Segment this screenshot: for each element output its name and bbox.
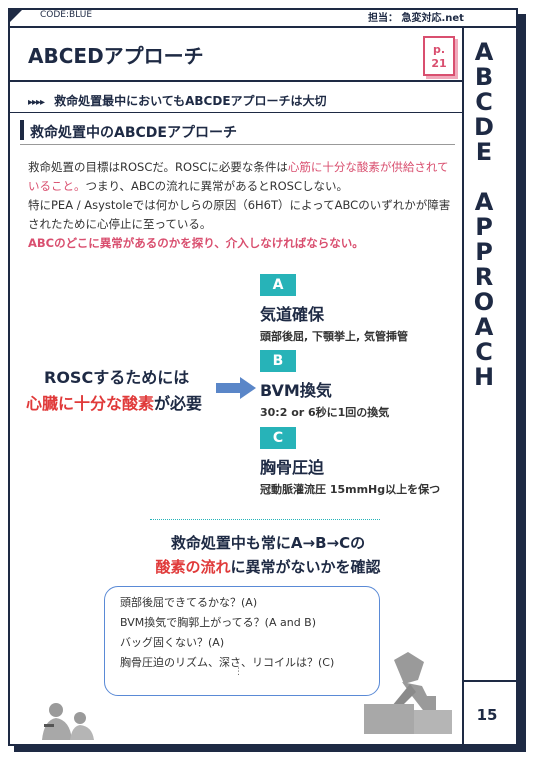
side-divider (462, 26, 464, 746)
side-letter: P (475, 238, 493, 266)
question-item: バッグ固くない？(A) (120, 636, 225, 649)
author-label: 担当： 急変対応.net (368, 13, 464, 24)
title-divider (8, 80, 464, 82)
corner-mark (8, 8, 24, 24)
subheading-arrows: ▸▸▸▸ (28, 97, 45, 108)
step-title-c: 胸骨圧迫 (260, 458, 325, 477)
side-letter (464, 165, 504, 190)
side-letter: R (474, 263, 494, 291)
para-text: 特にPEA / Asystoleでは何かしらの原因（6H6T）によってABCのい… (28, 198, 451, 231)
pagenum-divider (462, 680, 518, 682)
rosc-highlight: 心臓に十分な酸素 (26, 394, 155, 413)
subheading: ▸▸▸▸ 救命処置最中においてもABCDEアプローチは大切 (28, 92, 327, 109)
para-text: 救命処置の目標はROSCだ。ROSCに必要な条件は (28, 160, 288, 174)
question-more: ⋮ (234, 667, 243, 677)
step-desc-c: 冠動脈灌流圧 15mmHg以上を保つ (260, 483, 441, 496)
step-title-b: BVM換気 (260, 381, 332, 400)
question-item: 胸骨圧迫のリズム、深さ、リコイルは？(C) (120, 656, 335, 669)
page-number: 15 (476, 706, 498, 724)
para-text: つまり、ABCの流れに異常があるとROSCしない。 (85, 179, 349, 193)
section-underline (20, 144, 455, 145)
code-label: CODE:BLUE (40, 10, 93, 20)
page-badge-prefix: p. (432, 43, 446, 56)
dotted-divider (150, 519, 380, 520)
intro-paragraph: 救命処置の目標はROSCだ。ROSCに必要な条件は心筋に十分な酸素が供給されてい… (28, 158, 453, 253)
subhead-divider (8, 112, 464, 113)
section-title: 救命処置中のABCDEアプローチ (30, 125, 237, 141)
step-letter-c: C (260, 427, 296, 449)
subheading-text: 救命処置最中においてもABCDEアプローチは大切 (54, 94, 327, 108)
summary-line1: 救命処置中も常にA→B→Cの (170, 534, 366, 552)
summary-line2: 酸素の流れに異常がないかを確認 (0, 556, 536, 577)
right-arrow-icon (216, 377, 256, 399)
side-letter: A (474, 313, 494, 341)
page-title: ABCEDアプローチ (28, 44, 204, 68)
cpr-figure-icon (364, 652, 452, 734)
step-desc-b: 30:2 or 6秒に1回の換気 (260, 406, 390, 419)
side-letter: C (475, 338, 493, 366)
side-letter: A (474, 38, 494, 66)
page-badge: p. 21 (423, 36, 455, 76)
question-item: BVM換気で胸郭上がってる？(A and B) (120, 616, 317, 629)
header-divider (8, 26, 518, 28)
side-letter: D (474, 113, 494, 141)
rosc-line1: ROSCするためには (44, 368, 190, 387)
step-title-a: 気道確保 (260, 305, 325, 324)
side-title: A B C D E A P P R O A C H (464, 40, 504, 390)
side-letter: A (474, 188, 494, 216)
summary-highlight: 酸素の流れ (155, 558, 231, 576)
step-desc-a: 頭部後屈, 下顎挙上, 気管挿管 (260, 330, 409, 343)
rosc-line2: 心臓に十分な酸素が必要 (26, 390, 202, 414)
para-highlight: 心筋に十分な酸素が供給されていること。 (28, 160, 449, 193)
step-letter-b: B (260, 350, 296, 372)
summary-rest: に異常がないかを確認 (230, 558, 381, 576)
doctor-figure-icon (42, 703, 94, 740)
side-letter: O (473, 288, 495, 316)
question-box (104, 586, 380, 696)
para-highlight: ABCのどこに異常があるのかを探り、介入しなければならない。 (28, 236, 364, 250)
side-letter: B (474, 63, 494, 91)
side-letter: C (475, 88, 493, 116)
side-letter: E (475, 138, 493, 166)
side-letter: H (473, 363, 495, 391)
question-item: 頭部後屈できてるかな？(A) (120, 596, 258, 609)
page-badge-number: 21 (431, 57, 447, 70)
section-bar (20, 120, 24, 140)
step-letter-a: A (260, 274, 296, 296)
rosc-rest: が必要 (154, 394, 203, 413)
side-letter: P (475, 213, 493, 241)
